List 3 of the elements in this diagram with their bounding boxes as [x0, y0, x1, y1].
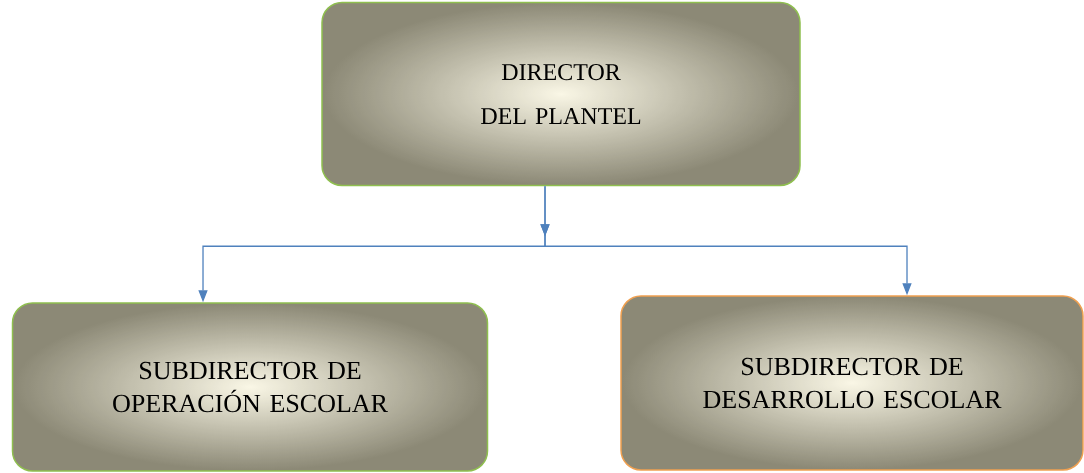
org-box: DIRECTOR DEL PLANTEL: [321, 1, 801, 187]
org-box: SUBDIRECTOR DE OPERACIÓN ESCOLAR: [11, 302, 489, 472]
org-box: SUBDIRECTOR DE DESARROLLO ESCOLAR: [620, 295, 1084, 471]
